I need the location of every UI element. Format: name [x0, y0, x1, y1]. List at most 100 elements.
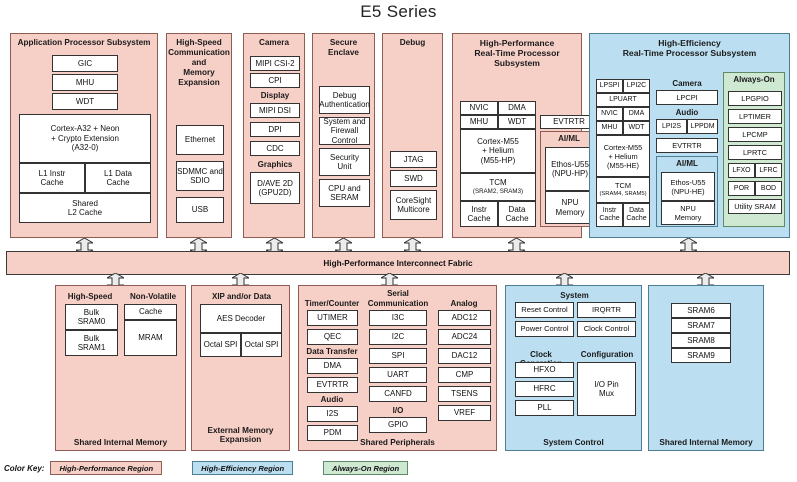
block-irqrtr[interactable]: IRQRTR	[577, 302, 636, 318]
block-mhu[interactable]: MHU	[596, 121, 623, 135]
block-cortex-a32-core[interactable]: Cortex-A32 + Neon + Crypto Extension (A3…	[19, 114, 151, 163]
block-lppdm[interactable]: LPPDM	[687, 119, 718, 134]
block-utimer[interactable]: UTIMER	[307, 310, 358, 326]
block-tsens[interactable]: TSENS	[438, 386, 491, 402]
panel-system-control[interactable]: System Reset Control IRQRTR Power Contro…	[505, 285, 642, 451]
block-tcm[interactable]: TCM (SRAM2, SRAM3)	[460, 173, 536, 201]
block-bulk-sram1[interactable]: Bulk SRAM1	[65, 330, 118, 356]
block-por[interactable]: POR	[728, 181, 755, 196]
block-wdt[interactable]: WDT	[498, 115, 536, 129]
block-pdm[interactable]: PDM	[307, 425, 358, 441]
panel-external-memory-expansion[interactable]: XIP and/or Data AES Decoder Octal SPI Oc…	[191, 285, 290, 451]
block-mipi-dsi[interactable]: MIPI DSI	[250, 103, 300, 118]
block-nvic[interactable]: NVIC	[460, 101, 498, 115]
block-evtrtr[interactable]: EVTRTR	[307, 377, 358, 393]
block-adc24[interactable]: ADC24	[438, 329, 491, 345]
block-lfxo[interactable]: LFXO	[728, 163, 755, 178]
block-lpgpio[interactable]: LPGPIO	[728, 91, 782, 106]
panel-shared-internal-memory-right[interactable]: SRAM6 SRAM7 SRAM8 SRAM9 Shared Internal …	[648, 285, 764, 451]
panel-shared-peripherals[interactable]: Serial Timer/Counter UTIMER QEC Data Tra…	[298, 285, 497, 451]
block-cortex-m55-he[interactable]: Cortex-M55 + Helium (M55-HE)	[596, 135, 650, 177]
block-qec[interactable]: QEC	[307, 329, 358, 345]
block-swd[interactable]: SWD	[390, 170, 437, 187]
block-canfd[interactable]: CANFD	[369, 386, 427, 402]
block-hfrc[interactable]: HFRC	[515, 381, 574, 397]
block-i3c[interactable]: I3C	[369, 310, 427, 326]
panel-shared-internal-memory-left[interactable]: High-Speed Non-Volatile Bulk SRAM0 Bulk …	[55, 285, 186, 451]
block-lpspi[interactable]: LPSPI	[596, 79, 623, 93]
block-dma[interactable]: DMA	[307, 358, 358, 374]
block-usb[interactable]: USB	[176, 197, 224, 223]
block-octal-spi-1[interactable]: Octal SPI	[200, 333, 241, 357]
block-i2c[interactable]: I2C	[369, 329, 427, 345]
block-l1-data-cache[interactable]: L1 Data Cache	[85, 163, 151, 193]
block-lpuart[interactable]: LPUART	[596, 93, 650, 107]
block-sram6[interactable]: SRAM6	[671, 303, 731, 318]
block-wdt[interactable]: WDT	[52, 93, 118, 110]
block-cmp[interactable]: CMP	[438, 367, 491, 383]
panel-secure-enclave[interactable]: Secure Enclave Debug Authentication Syst…	[312, 33, 375, 238]
block-dac12[interactable]: DAC12	[438, 348, 491, 364]
block-hfxo[interactable]: HFXO	[515, 362, 574, 378]
block-lprtc[interactable]: LPRTC	[728, 145, 782, 160]
block-aes-decoder[interactable]: AES Decoder	[200, 304, 282, 333]
block-data-cache[interactable]: Data Cache	[498, 201, 536, 227]
block-mipi-csi-2[interactable]: MIPI CSI-2	[250, 56, 300, 71]
block-reset-control[interactable]: Reset Control	[515, 302, 574, 318]
block-nvic[interactable]: NVIC	[596, 107, 623, 121]
block-dpi[interactable]: DPI	[250, 122, 300, 137]
block-mhu[interactable]: MHU	[52, 74, 118, 91]
block-sram7[interactable]: SRAM7	[671, 318, 731, 333]
block-dma[interactable]: DMA	[498, 101, 536, 115]
block-sram8[interactable]: SRAM8	[671, 333, 731, 348]
block-system-firewall-control[interactable]: System and Firewall Control	[319, 117, 370, 145]
bus-high-performance-interconnect-fabric[interactable]: High-Performance Interconnect Fabric	[6, 251, 790, 275]
block-cache[interactable]: Cache	[124, 304, 177, 320]
block-spi[interactable]: SPI	[369, 348, 427, 364]
block-cdc[interactable]: CDC	[250, 141, 300, 156]
block-npu-memory[interactable]: NPU Memory	[661, 201, 715, 225]
block-cpu-and-seram[interactable]: CPU and SERAM	[319, 179, 370, 207]
block-sdmmc-sdio[interactable]: SDMMC and SDIO	[176, 161, 224, 191]
panel-high-performance-realtime-subsystem[interactable]: High-Performance Real-Time Processor Sub…	[452, 33, 598, 238]
block-jtag[interactable]: JTAG	[390, 151, 437, 168]
block-mhu[interactable]: MHU	[460, 115, 498, 129]
block-pll[interactable]: PLL	[515, 400, 574, 416]
block-cpi[interactable]: CPI	[250, 73, 300, 88]
block-utility-sram[interactable]: Utility SRAM	[728, 199, 782, 214]
block-lptimer[interactable]: LPTIMER	[728, 109, 782, 124]
block-octal-spi-2[interactable]: Octal SPI	[241, 333, 282, 357]
block-gpio[interactable]: GPIO	[369, 417, 427, 433]
panel-application-processor-subsystem[interactable]: Application Processor Subsystem GIC MHU …	[10, 33, 158, 238]
block-evtrtr[interactable]: EVTRTR	[656, 138, 718, 153]
block-instr-cache[interactable]: Instr Cache	[596, 203, 623, 227]
block-coresight-multicore[interactable]: CoreSight Multicore	[390, 190, 437, 220]
block-i2s[interactable]: I2S	[307, 406, 358, 422]
block-adc12[interactable]: ADC12	[438, 310, 491, 326]
panel-camera-display-graphics[interactable]: Camera MIPI CSI-2 CPI Display MIPI DSI D…	[243, 33, 305, 238]
block-sram9[interactable]: SRAM9	[671, 348, 731, 363]
block-instr-cache[interactable]: Instr Cache	[460, 201, 498, 227]
block-lpi2c[interactable]: LPI2C	[623, 79, 650, 93]
block-dma[interactable]: DMA	[623, 107, 650, 121]
block-data-cache[interactable]: Data Cache	[623, 203, 650, 227]
block-bulk-sram0[interactable]: Bulk SRAM0	[65, 304, 118, 330]
block-security-unit[interactable]: Security Unit	[319, 148, 370, 176]
block-io-pin-mux[interactable]: I/O Pin Mux	[577, 362, 636, 416]
block-shared-l2-cache[interactable]: Shared L2 Cache	[19, 193, 151, 223]
block-ethos-u55-npu-hp[interactable]: Ethos-U55 (NPU-HP)	[545, 147, 595, 191]
block-wdt[interactable]: WDT	[623, 121, 650, 135]
panel-high-efficiency-realtime-subsystem[interactable]: High-Efficiency Real-Time Processor Subs…	[589, 33, 790, 238]
block-cortex-m55-hp[interactable]: Cortex-M55 + Helium (M55-HP)	[460, 129, 536, 173]
block-power-control[interactable]: Power Control	[515, 321, 574, 337]
block-ethernet[interactable]: Ethernet	[176, 125, 224, 155]
block-debug-authentication[interactable]: Debug Authentication	[319, 86, 370, 114]
block-clock-control[interactable]: Clock Control	[577, 321, 636, 337]
block-bod[interactable]: BOD	[755, 181, 782, 196]
block-lpi2s[interactable]: LPI2S	[656, 119, 687, 134]
block-ethos-u55-npu-he[interactable]: Ethos-U55 (NPU-HE)	[661, 172, 715, 201]
block-lpcpi[interactable]: LPCPI	[656, 90, 718, 105]
panel-debug[interactable]: Debug JTAG SWD CoreSight Multicore	[382, 33, 443, 238]
block-tcm[interactable]: TCM (SRAM4, SRAM5)	[596, 177, 650, 203]
block-uart[interactable]: UART	[369, 367, 427, 383]
